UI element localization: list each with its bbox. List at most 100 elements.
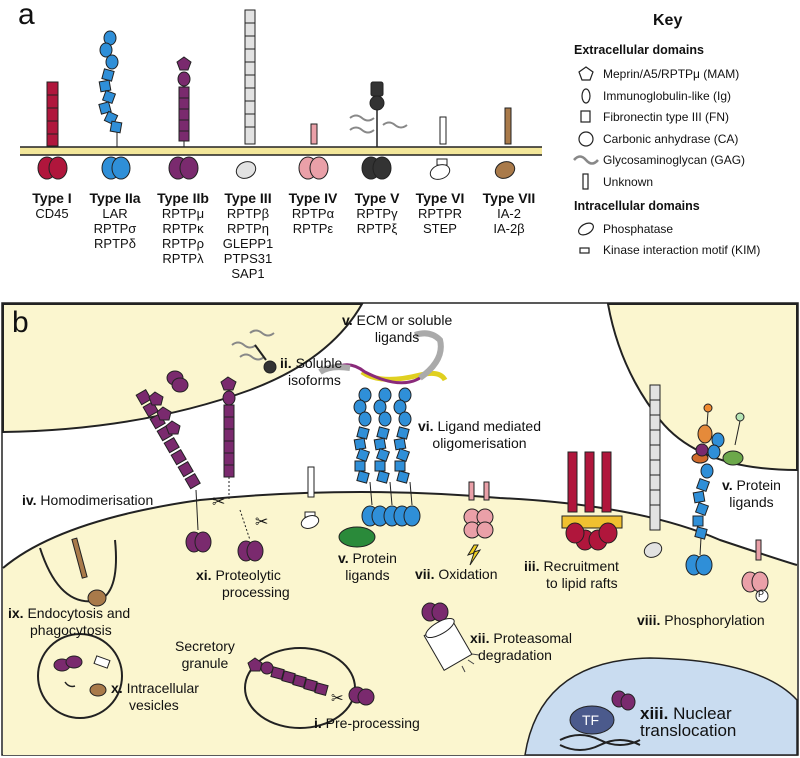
label-v-ecm: v. ECM or soluble ligands <box>342 312 452 346</box>
label-i-text: Pre-processing <box>325 715 420 731</box>
label-iv-num: iv. <box>22 492 37 508</box>
type-iib-name: Type IIb <box>157 190 209 206</box>
key-title: Key <box>653 12 683 29</box>
label-xiii: xiii. Nuclear translocation <box>640 705 736 739</box>
type-vii-receptor <box>494 107 516 179</box>
key-extracellular-title: Extracellular domains <box>574 43 704 57</box>
type-iii-member-4: SAP1 <box>231 266 265 281</box>
label-ii: ii. Soluble isoforms <box>280 355 342 389</box>
oxidation-receptor <box>463 481 494 566</box>
label-xi-text2: processing <box>222 584 290 600</box>
label-v-right-num: v. <box>722 477 733 493</box>
label-xii-text1: Proteasomal <box>493 630 572 646</box>
type-vii-name: Type VII <box>482 190 536 206</box>
label-vi-num: vi. <box>418 418 434 434</box>
phosphorylation-receptor <box>741 539 769 603</box>
type-v-name: Type V <box>354 190 400 206</box>
ellipse-icon <box>578 222 594 236</box>
label-vii-num: vii. <box>415 566 435 582</box>
type-i-member-0: CD45 <box>35 206 69 221</box>
label-vi-text1: Ligand mediated <box>437 418 541 434</box>
key-intracellular-title: Intracellular domains <box>574 199 700 213</box>
type-vi-member-1: STEP <box>423 221 457 236</box>
type-iib-member-2: RPTPρ <box>161 236 205 251</box>
type-v-label: Type V RPTPγ RPTPξ <box>342 190 412 236</box>
type-iii-name: Type III <box>224 190 272 206</box>
circle-icon <box>578 131 594 147</box>
type-iv-member-1: RPTPε <box>292 221 334 236</box>
type-vi-label: Type VI RPTPR STEP <box>405 190 475 236</box>
label-xii-text2: degradation <box>478 647 552 663</box>
type-v-member-1: RPTPξ <box>356 221 398 236</box>
tf-label: TF <box>582 712 600 728</box>
type-iii-member-2: GLEPP1 <box>222 236 274 251</box>
type-v-member-0: RPTPγ <box>356 206 398 221</box>
label-x-text1: Intracellular <box>126 680 199 696</box>
label-viii-num: viii. <box>637 612 661 628</box>
soluble-isoform <box>231 329 277 374</box>
type-iia-member-0: LAR <box>102 206 128 221</box>
type-iii-label: Type III RPTPβ RPTPη GLEPP1 PTPS31 SAP1 <box>213 190 283 281</box>
label-xiii-text2: translocation <box>640 721 737 740</box>
svg-text:✂: ✂ <box>255 512 268 531</box>
key-item-kim: Kinase interaction motif (KIM) <box>603 243 761 257</box>
rectangle-icon <box>580 110 591 123</box>
key-item-phosphatase: Phosphatase <box>603 222 674 236</box>
label-v-right-text2: ligands <box>729 494 774 510</box>
label-ii-text2: isoforms <box>288 372 341 388</box>
svg-text:✂: ✂ <box>212 492 225 511</box>
proteolytic-receptor: ✂ ✂ <box>212 376 268 562</box>
type-iib-label: Type IIb RPTPμ RPTPκ RPTPρ RPTPλ <box>148 190 218 266</box>
label-granule-text2: granule <box>181 655 229 671</box>
type-iv-receptor <box>298 123 329 180</box>
label-ii-text1: Soluble <box>295 355 343 371</box>
label-x-num: x. <box>111 680 123 696</box>
endocytosis-receptor <box>71 537 107 607</box>
panel-b-cells <box>2 303 798 756</box>
type-iia-name: Type IIa <box>89 190 141 206</box>
label-xiii-text1: Nuclear <box>673 704 732 723</box>
label-vi: vi. Ligand mediated oligomerisation <box>418 418 541 452</box>
label-iv: iv. Homodimerisation <box>22 492 153 509</box>
protein-ligand-receptor-right <box>685 403 745 576</box>
panel-b-type-vi <box>300 466 320 529</box>
homodimer-receptors <box>135 370 212 553</box>
type-iii-member-1: RPTPη <box>227 221 269 236</box>
label-ix: ix. Endocytosis and phagocytosis <box>8 605 130 639</box>
label-v-center-text1: Protein <box>352 550 397 566</box>
label-ix-num: ix. <box>8 605 24 621</box>
type-iib-member-0: RPTPμ <box>161 206 205 221</box>
type-vii-member-0: IA-2 <box>497 206 521 221</box>
bar-icon <box>582 173 589 190</box>
label-iv-text: Homodimerisation <box>40 492 154 508</box>
small-rect-icon <box>579 247 590 254</box>
type-iii-receptor <box>235 9 257 179</box>
label-v-center: v. Protein ligands <box>338 550 397 584</box>
label-viii: viii. Phosphorylation <box>637 612 765 629</box>
key-item-ig: Immunoglobulin-like (Ig) <box>603 89 732 103</box>
label-viii-text: Phosphorylation <box>664 612 765 628</box>
label-xii-num: xii. <box>470 630 490 646</box>
label-vi-text2: oligomerisation <box>432 435 527 451</box>
label-xiii-num: xiii. <box>640 704 669 723</box>
key-item-gag: Glycosaminoglycan (GAG) <box>603 153 746 167</box>
panel-b-letter: b <box>12 306 29 339</box>
key-item-mam: Meprin/A5/RPTPμ (MAM) <box>603 67 740 81</box>
phospho-label: P <box>758 589 765 599</box>
type-i-label: Type I CD45 <box>17 190 87 221</box>
lipid-raft-receptors <box>561 451 623 551</box>
label-v-ecm-text1: ECM or soluble <box>356 312 453 328</box>
type-vi-member-0: RPTPR <box>417 206 463 221</box>
panel-a-membrane <box>20 146 542 156</box>
type-iv-label: Type IV RPTPα RPTPε <box>278 190 348 236</box>
label-v-ecm-text2: ligands <box>374 329 420 345</box>
oval-icon <box>581 88 591 104</box>
label-v-right: v. Protein ligands <box>722 477 781 511</box>
type-iii-member-3: PTPS31 <box>223 251 273 266</box>
wave-icon <box>573 155 599 165</box>
type-v-receptor <box>349 81 408 180</box>
key-item-fn: Fibronectin type III (FN) <box>603 110 730 124</box>
panel-a-letter: a <box>18 0 35 31</box>
type-vi-receptor <box>429 116 451 180</box>
